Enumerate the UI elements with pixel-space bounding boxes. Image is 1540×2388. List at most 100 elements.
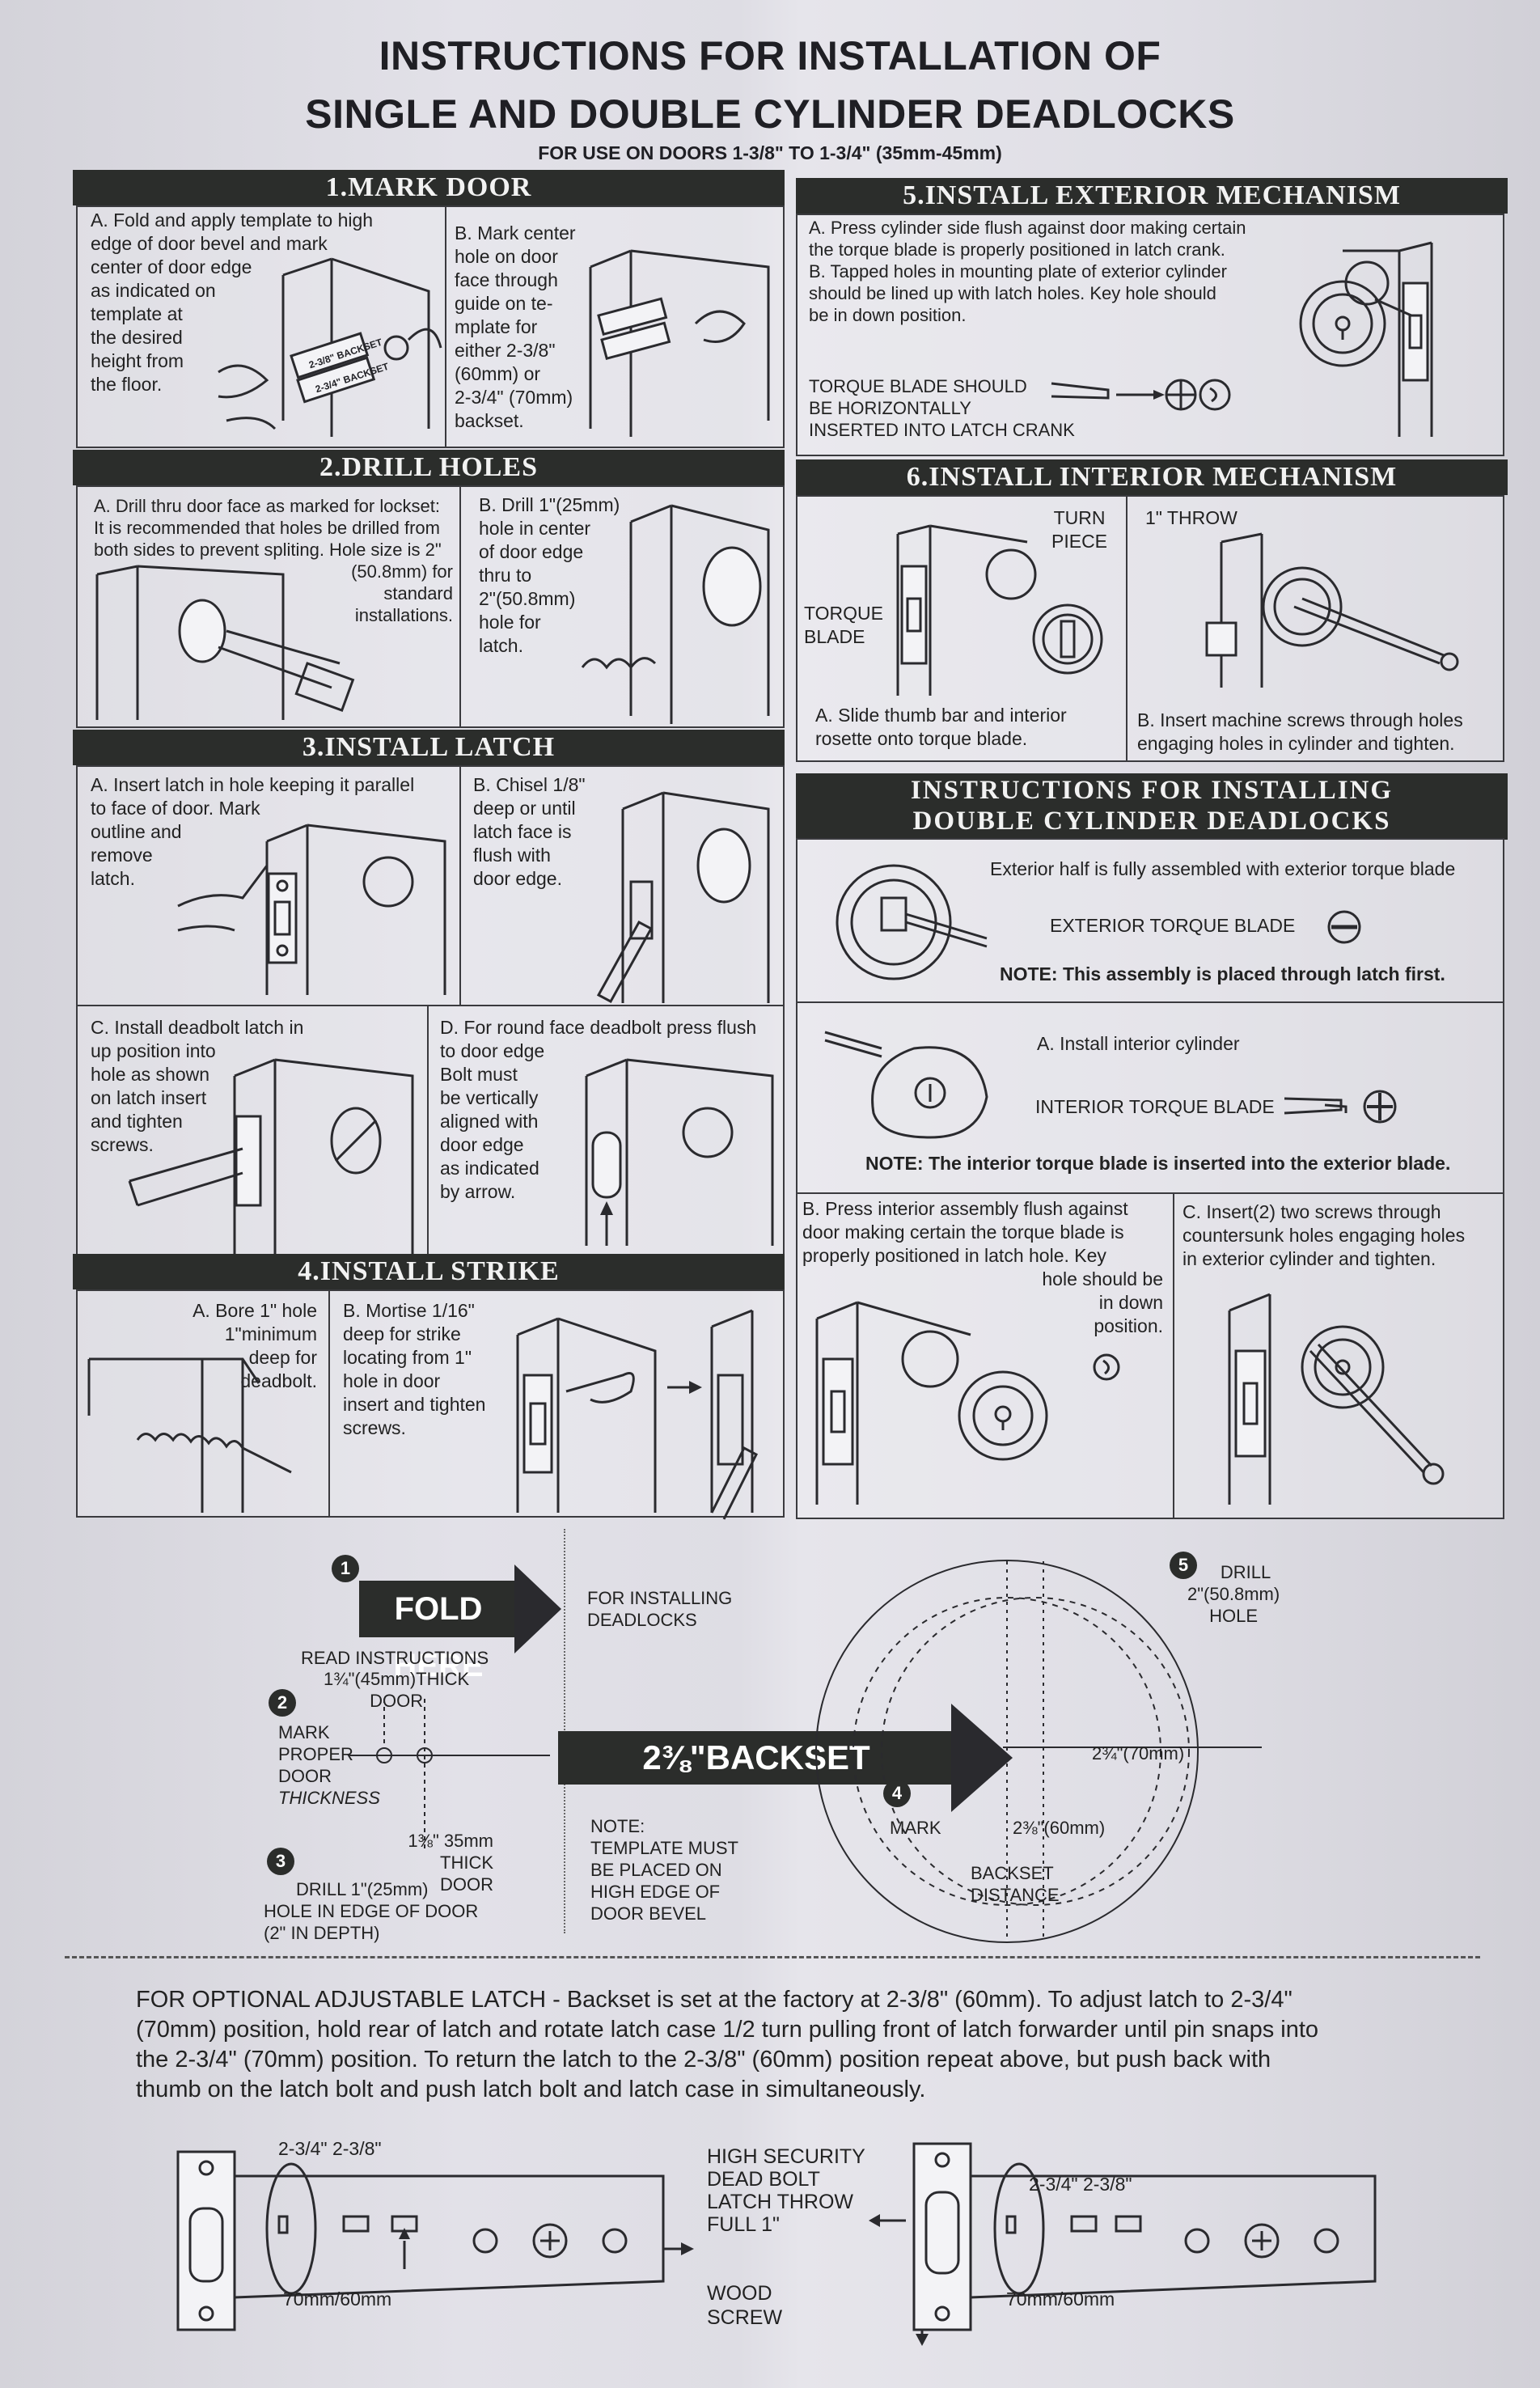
backset-template-circle [815, 1560, 1262, 1943]
cut-line [65, 1956, 1480, 1958]
divider [427, 1005, 429, 1255]
divider [1126, 495, 1128, 762]
page-title-line2: SINGLE AND DOUBLE CYLINDER DEADLOCKS [305, 91, 1235, 137]
section-4-panel [76, 1289, 785, 1518]
s5-text-a: A. Press cylinder side flush against doo… [809, 218, 1246, 325]
step-number-3: 3 [267, 1848, 294, 1875]
dc-text-a: A. Install interior cylinder [1037, 1033, 1240, 1054]
divider [445, 205, 446, 448]
exterior-mechanism-illustration [1299, 241, 1433, 437]
fold-here-arrowhead [514, 1564, 561, 1653]
drill-holes-illustration-b [581, 504, 770, 724]
step-number-1: 1 [332, 1555, 359, 1582]
read-instructions-label: READ INSTRUCTIONS [301, 1648, 489, 1668]
backset-arrow: 2⅜"BACKSET [558, 1731, 954, 1785]
section-5-header: 5.INSTALL EXTERIOR MECHANISM [796, 178, 1508, 214]
double-cylinder-panel [796, 838, 1504, 1519]
s2-text-a: A. Drill thru door face as marked for lo… [94, 496, 442, 560]
backset-arrowhead [951, 1704, 1013, 1812]
mark-center-label: MARK [890, 1818, 941, 1838]
one-inch-throw-label: 1" THROW [1145, 507, 1238, 528]
step-number-2: 2 [269, 1689, 296, 1717]
mark-door-illustration-b [589, 249, 770, 437]
section-3-panel [76, 765, 785, 1255]
divider [796, 1192, 1504, 1194]
interior-mechanism-illustration-a [896, 524, 1103, 696]
door-thickness-marks [348, 1699, 550, 1852]
install-latch-illustration-b [596, 791, 770, 1004]
divider [76, 1005, 785, 1006]
section-3-header: 3.INSTALL LATCH [73, 730, 785, 765]
latch-mm-left: 70mm/60mm [283, 2288, 392, 2310]
install-strike-illustration-a [87, 1357, 292, 1513]
interior-cylinder-illustration [824, 1031, 988, 1139]
install-latch-illustration-a [177, 824, 446, 995]
page-title-line1: INSTRUCTIONS FOR INSTALLATION OF [379, 33, 1161, 78]
dc-text-b: B. Press interior assembly flush against… [802, 1198, 1128, 1266]
drill-edge-label: DRILL 1"(25mm)HOLE IN EDGE OF DOOR(2" IN… [264, 1879, 479, 1943]
interior-torque-blade-icon [1284, 1090, 1397, 1124]
install-strike-illustration-b [516, 1309, 758, 1520]
latch-mm-right: 70mm/60mm [1006, 2288, 1115, 2310]
step-number-4: 4 [883, 1780, 911, 1807]
divider [796, 1001, 1504, 1003]
note-assembly-first: NOTE: This assembly is placed through la… [1000, 963, 1445, 984]
screw-install-illustration [1228, 1293, 1445, 1505]
adjustable-latch-illustration-left [176, 2150, 694, 2331]
mark-door-illustration-a [218, 257, 442, 437]
fold-here-arrow: FOLD HERE [359, 1581, 518, 1683]
step-number-5: 5 [1170, 1552, 1197, 1579]
divider [1173, 1192, 1174, 1519]
note-interior-blade: NOTE: The interior torque blade is inser… [865, 1153, 1451, 1174]
interior-assembly-illustration [815, 1301, 1120, 1505]
exterior-torque-blade-label: EXTERIOR TORQUE BLADE [1050, 915, 1296, 936]
torque-blade-arrow-icon [1051, 379, 1231, 411]
divider [328, 1289, 330, 1518]
install-latch-illustration-c [128, 1058, 414, 1254]
adjustable-latch-illustration-right [869, 2142, 1377, 2346]
exterior-torque-blade-icon [1327, 910, 1361, 944]
page-subtitle: FOR USE ON DOORS 1-3/8" TO 1-3/4" (35mm-… [538, 142, 1002, 163]
latch-dims-left: 2-3/4" 2-3/8" [278, 2138, 382, 2159]
latch-dims-right: 2-3/4" 2-3/8" [1029, 2174, 1132, 2195]
divider [459, 765, 461, 1005]
section-5-panel [796, 214, 1504, 456]
interior-mechanism-illustration-b [1205, 532, 1459, 688]
divider [459, 485, 461, 728]
optional-latch-text: FOR OPTIONAL ADJUSTABLE LATCH - Backset … [136, 1987, 1319, 2102]
interior-torque-blade-label: INTERIOR TORQUE BLADE [1035, 1096, 1275, 1117]
drill-holes-illustration-a [95, 565, 355, 720]
section-4-header: 4.INSTALL STRIKE [73, 1254, 785, 1289]
s3-text-a: A. Insert latch in hole keeping it paral… [91, 774, 415, 889]
section-1-header: 1.MARK DOOR [73, 170, 785, 205]
section-6-header: 6.INSTALL INTERIOR MECHANISM [796, 459, 1508, 495]
exterior-half-illustration [836, 864, 988, 980]
backset-60-label: 2⅜"(60mm) [1013, 1818, 1106, 1838]
section-2-header: 2.DRILL HOLES [73, 450, 785, 485]
exterior-half-text: Exterior half is fully assembled with ex… [990, 858, 1456, 879]
